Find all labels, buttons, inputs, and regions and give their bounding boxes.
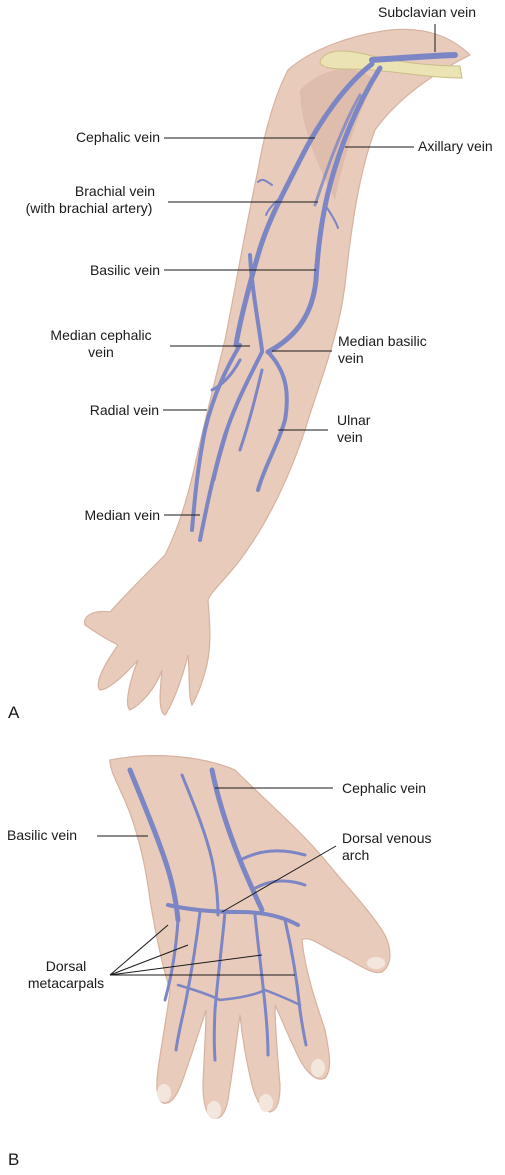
metacarpal-connector xyxy=(176,983,302,1007)
finger-nail xyxy=(259,1094,273,1112)
label-ulnar-line2: vein xyxy=(337,429,363,445)
dorsal-metacarpal-vein xyxy=(163,910,202,1052)
label-dorsal-arch-line1: Dorsal venous xyxy=(342,830,432,846)
leader-meta-1 xyxy=(109,924,169,976)
label-ulnar-vein: Ulnar vein xyxy=(337,412,370,446)
thumb-nail xyxy=(367,957,385,969)
label-dorsal-meta-line1: Dorsal xyxy=(45,958,87,974)
label-dorsal-arch-line2: arch xyxy=(342,847,370,863)
label-median-cephalic-vein: Median cephalic vein xyxy=(38,327,164,361)
label-dorsal-meta-line2: metacarpals xyxy=(27,975,105,991)
label-dorsal-venous-arch: Dorsal venous arch xyxy=(342,830,432,864)
arm-branch xyxy=(257,178,339,229)
label-dorsal-metacarpals: Dorsal metacarpals xyxy=(20,958,112,992)
dorsal-metacarpal-vein xyxy=(212,910,227,1062)
label-hand-cephalic-vein: Cephalic vein xyxy=(342,780,427,796)
median-cubital-vein xyxy=(248,253,264,352)
axillary-vein xyxy=(265,65,383,355)
leader-dorsal-arch xyxy=(221,845,337,913)
ulnar-vein xyxy=(256,350,289,492)
dorsal-metacarpal-vein xyxy=(283,918,308,1047)
label-brachial-vein: Brachial vein (with brachial artery) xyxy=(26,183,172,217)
label-hand-basilic-vein: Basilic vein xyxy=(7,827,78,843)
label-median-cephalic-line2: vein xyxy=(88,344,114,360)
finger-nail xyxy=(157,1084,171,1102)
panel-b-letter: B xyxy=(8,1150,20,1169)
label-ulnar-line1: Ulnar xyxy=(337,412,371,428)
hand-basilic-vein xyxy=(127,767,181,923)
label-radial-vein: Radial vein xyxy=(89,402,159,418)
panel-b-leader-lines xyxy=(97,787,337,976)
panel-a-leader-lines xyxy=(163,24,436,516)
finger-nail xyxy=(311,1059,325,1077)
label-median-basilic-line2: vein xyxy=(338,350,364,366)
leader-meta-3 xyxy=(109,954,263,976)
label-axillary-vein: Axillary vein xyxy=(418,138,493,154)
dorsal-venous-arch xyxy=(166,903,300,927)
hand-vein xyxy=(180,773,220,917)
label-brachial-line2: (with brachial artery) xyxy=(25,200,153,216)
finger-nail xyxy=(207,1101,221,1119)
radial-vein xyxy=(190,343,242,532)
label-cephalic-vein: Cephalic vein xyxy=(75,129,160,145)
label-median-vein: Median vein xyxy=(84,507,161,523)
arm-illustration xyxy=(84,28,472,716)
subclavian-vein xyxy=(369,52,458,63)
label-subclavian-vein: Subclavian vein xyxy=(378,4,477,20)
label-brachial-line1: Brachial vein xyxy=(74,183,156,199)
forearm-branch xyxy=(210,358,264,482)
dorsal-metacarpal-vein xyxy=(253,913,270,1057)
hand-skin xyxy=(109,755,391,1120)
hand-illustration xyxy=(109,755,391,1120)
arm-skin xyxy=(84,28,472,716)
label-median-cephalic-line1: Median cephalic xyxy=(50,327,152,343)
panel-a-letter: A xyxy=(8,703,20,722)
label-basilic-vein: Basilic vein xyxy=(89,262,160,278)
brachial-vein xyxy=(313,93,362,207)
label-median-basilic-vein: Median basilic vein xyxy=(338,333,427,367)
clavicle-bone xyxy=(319,50,463,79)
leader-meta-2 xyxy=(109,944,189,976)
dorsal-arch-branch xyxy=(238,849,307,892)
label-median-basilic-line1: Median basilic xyxy=(338,333,427,349)
cephalic-vein xyxy=(233,61,375,348)
